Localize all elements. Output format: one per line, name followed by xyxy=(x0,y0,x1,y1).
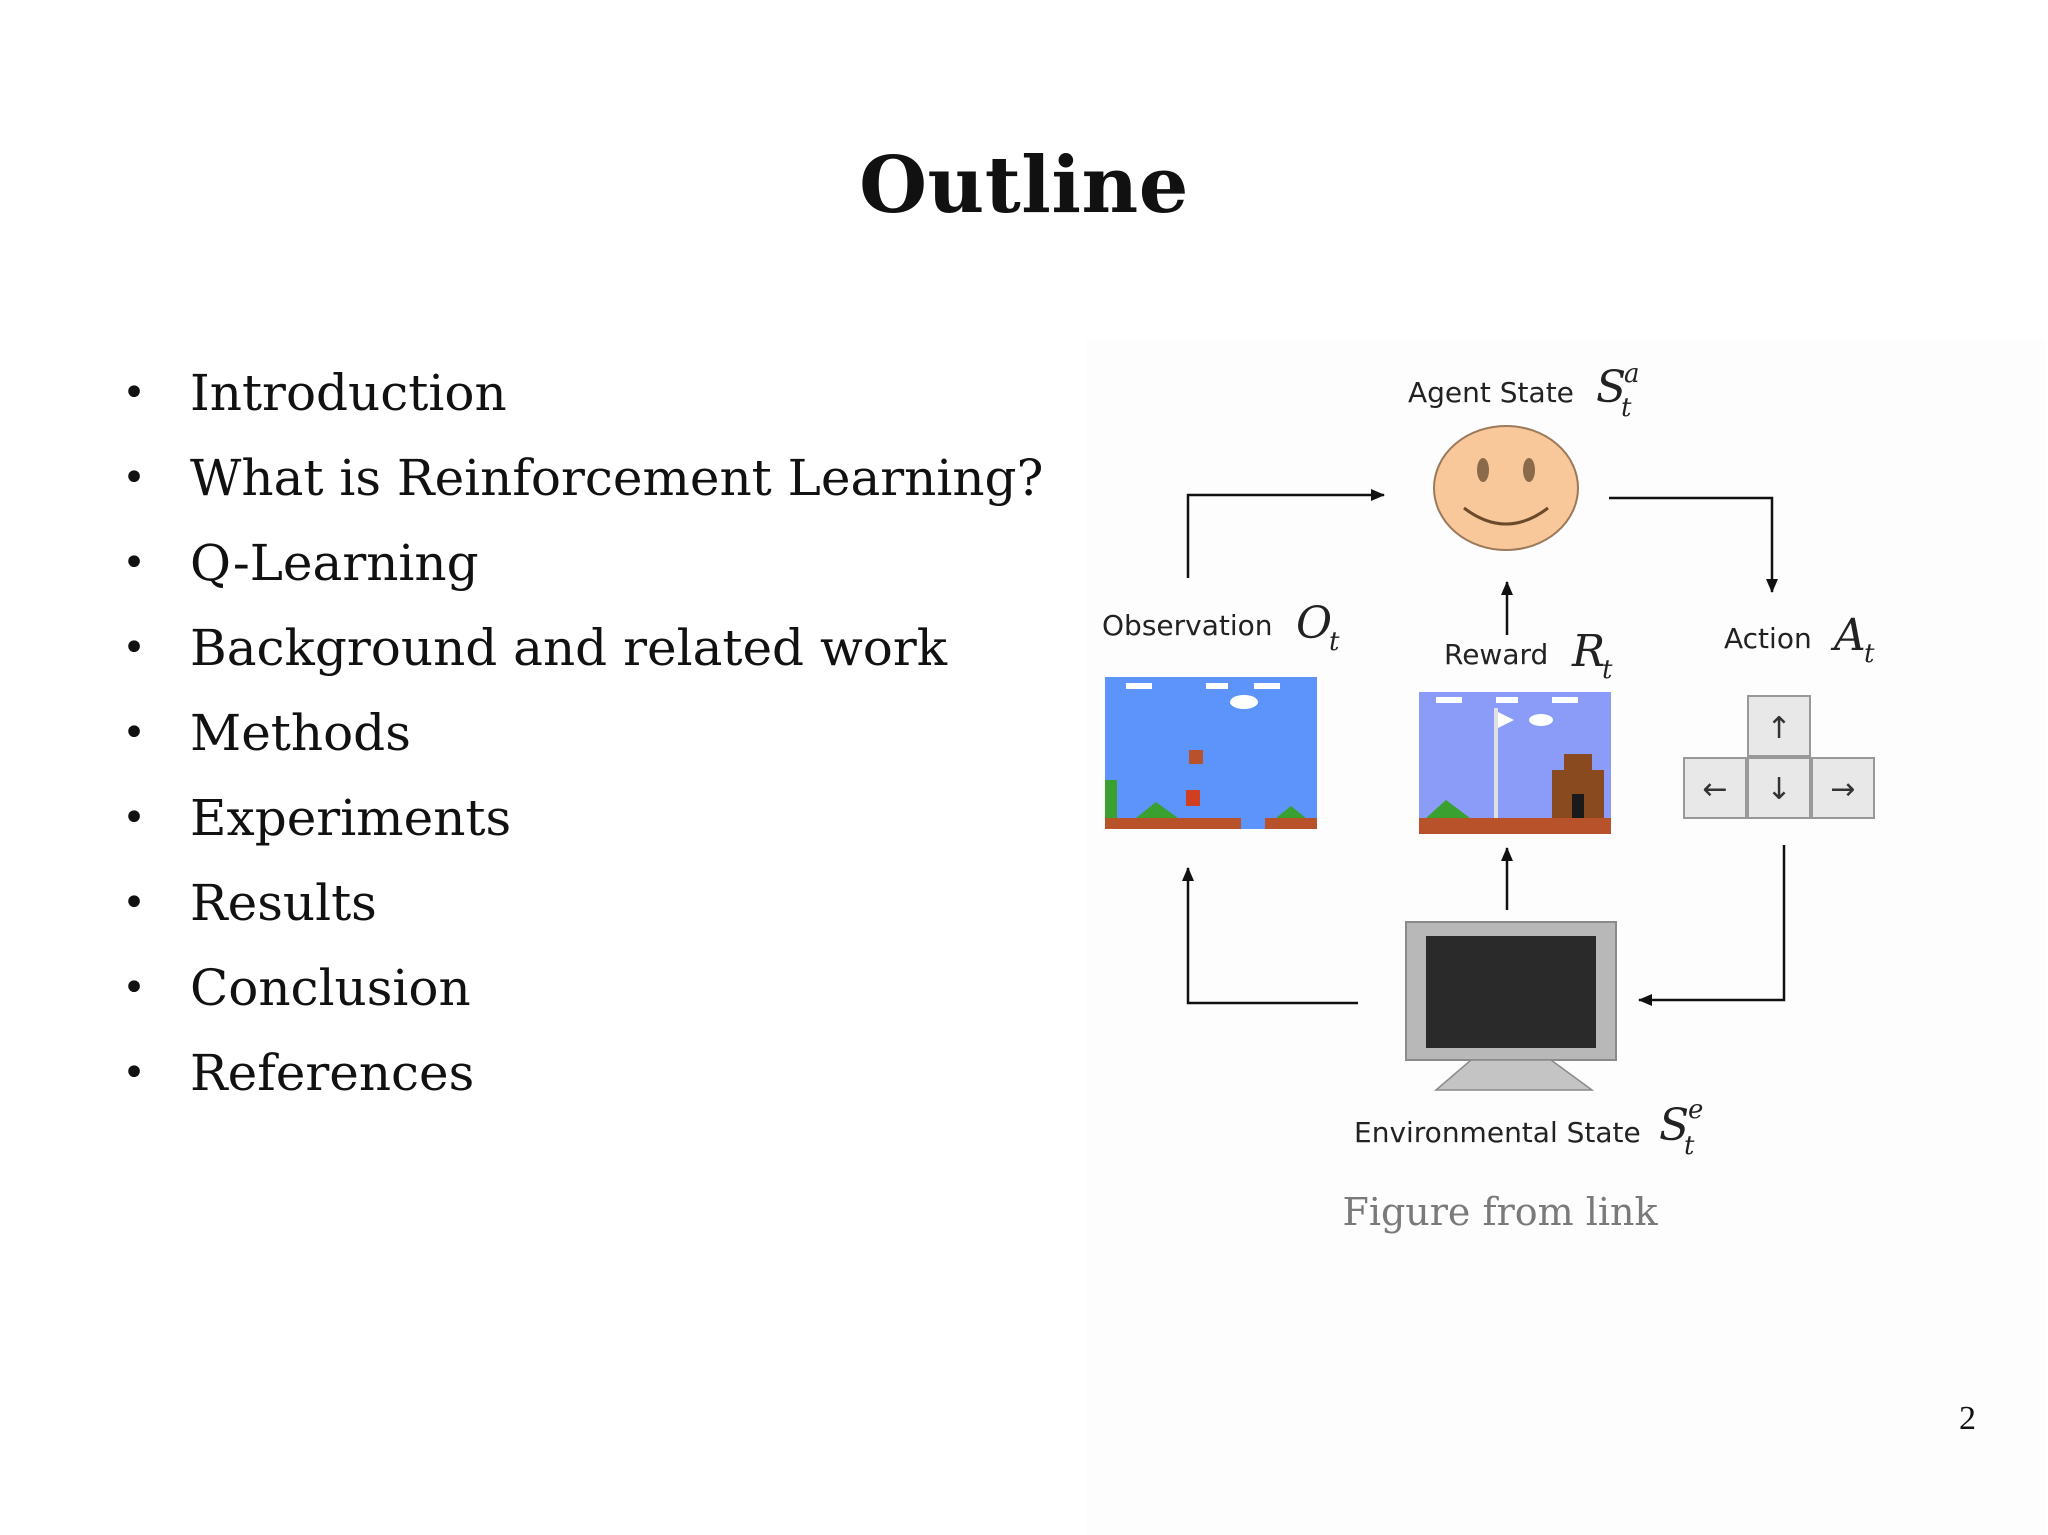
list-item: • Experiments xyxy=(120,785,1043,870)
reward-symbol: R xyxy=(1571,626,1605,677)
list-item: • Results xyxy=(120,870,1043,955)
bullet-icon: • xyxy=(122,455,146,501)
bullet-icon: • xyxy=(122,710,146,756)
observation-label: Observation xyxy=(1102,609,1273,642)
bullet-icon: • xyxy=(122,625,146,671)
bullet-icon: • xyxy=(122,370,146,416)
list-item: • Introduction xyxy=(120,360,1043,445)
bullet-icon: • xyxy=(122,880,146,926)
agent-state-sub: t xyxy=(1621,393,1632,423)
outline-item-label: Conclusion xyxy=(190,959,471,1017)
observation-game-screenshot xyxy=(1105,677,1317,829)
slide-title: Outline xyxy=(859,140,1189,231)
observation-symbol: O xyxy=(1296,598,1332,649)
list-item: • What is Reinforcement Learning? xyxy=(120,445,1043,530)
agent-to-action-arrow xyxy=(1609,496,1778,593)
bullet-icon: • xyxy=(122,965,146,1011)
observation-to-agent-arrow xyxy=(1186,489,1385,578)
list-item: • References xyxy=(120,1040,1043,1125)
action-to-environment-arrow xyxy=(1638,845,1786,1006)
reward-sub: t xyxy=(1602,655,1613,685)
list-item: • Conclusion xyxy=(120,955,1043,1040)
agent-state-symbol: S xyxy=(1596,362,1626,413)
outline-item-label: Results xyxy=(190,874,377,932)
environment-to-observation-arrow xyxy=(1182,867,1358,1005)
agent-state-sup: a xyxy=(1624,359,1640,389)
agent-state-label: Agent State xyxy=(1408,376,1574,409)
outline-item-label: Background and related work xyxy=(190,619,948,677)
arrow-keys-icon: ↑ ← ↓ → xyxy=(1683,695,1875,819)
arrow-up-icon: ↑ xyxy=(1766,711,1791,746)
action-symbol: A xyxy=(1830,610,1866,661)
rl-loop-diagram: Agent State S a t Observation O t Reward… xyxy=(1102,359,1875,1161)
outline-item-label: Q-Learning xyxy=(190,534,479,592)
environment-state-sup: e xyxy=(1688,1095,1703,1125)
list-item: • Q-Learning xyxy=(120,530,1043,615)
bullet-icon: • xyxy=(122,795,146,841)
reward-game-screenshot xyxy=(1419,692,1611,834)
figure-caption: Figure from link xyxy=(1342,1190,1658,1234)
outline-item-label: Introduction xyxy=(190,364,507,422)
observation-sub: t xyxy=(1329,627,1340,657)
outline-item-label: What is Reinforcement Learning? xyxy=(190,449,1044,507)
list-item: • Methods xyxy=(120,700,1043,785)
arrow-right-icon: → xyxy=(1830,772,1855,807)
outline-item-label: Methods xyxy=(190,704,411,762)
page-number: 2 xyxy=(1959,1400,1976,1437)
outline-list: • Introduction • What is Reinforcement Lea… xyxy=(120,360,1043,1125)
environment-state-sub: t xyxy=(1684,1131,1695,1161)
outline-item-label: References xyxy=(190,1044,475,1102)
agent-smiley-icon xyxy=(1433,425,1579,551)
environment-state-label: Environmental State xyxy=(1354,1116,1641,1149)
environment-state-symbol: S xyxy=(1659,1100,1689,1151)
reward-label: Reward xyxy=(1444,638,1548,671)
action-label: Action xyxy=(1724,622,1812,655)
list-item: • Background and related work xyxy=(120,615,1043,700)
arrow-left-icon: ← xyxy=(1702,772,1727,807)
arrow-down-icon: ↓ xyxy=(1766,772,1791,807)
rl-loop-figure: Agent State S a t Observation O t Reward… xyxy=(1086,340,2046,1535)
bullet-icon: • xyxy=(122,1050,146,1096)
action-sub: t xyxy=(1864,639,1875,669)
bullet-icon: • xyxy=(122,540,146,586)
outline-item-label: Experiments xyxy=(190,789,512,847)
monitor-icon xyxy=(1405,921,1617,1091)
